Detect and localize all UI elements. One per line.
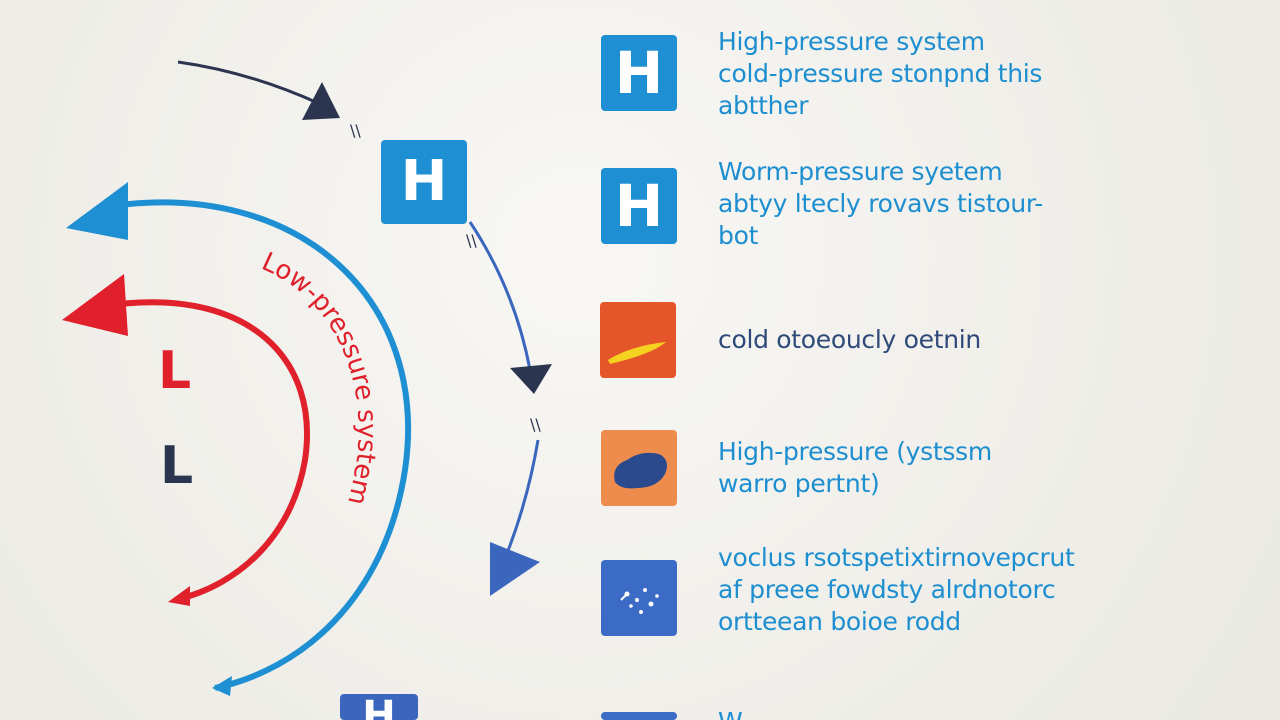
legend-line: bot <box>718 221 759 250</box>
legend-icon-partial <box>601 712 677 720</box>
legend-line: cold otoeoucly oetnin <box>718 325 981 354</box>
legend-line: af preee fowdsty alrdnotorc <box>718 575 1056 604</box>
scatter-dots-icon <box>620 588 659 614</box>
blob-icon <box>614 452 667 489</box>
low-pressure-letter-red: L <box>158 341 192 401</box>
legend-icon-high-pressure: H <box>601 35 677 111</box>
navy-flow-arrowhead <box>510 364 552 394</box>
low-pressure-letter-navy: L <box>160 436 194 496</box>
royal-flow-arrowhead <box>490 542 540 596</box>
legend-text-4: High-pressure (ystssm warro pertnt) <box>718 436 1238 500</box>
blue-arc-tail-head <box>212 676 232 696</box>
legend-line: High-pressure system <box>718 27 985 56</box>
red-arc-tail-head <box>168 586 190 606</box>
legend-line: abtther <box>718 91 809 120</box>
legend-line: High-pressure (ystssm <box>718 437 992 466</box>
bottom-high-pressure-letter: H <box>362 694 396 720</box>
legend-text-2: Worm-pressure syetem abtyy ltecly rovavs… <box>718 156 1238 252</box>
legend-line: voclus rsotspetixtirnovepcrut <box>718 543 1075 572</box>
low-pressure-curved-label: Low-pressure system <box>257 247 382 508</box>
blue-circulation-arc <box>111 199 412 691</box>
tick-mark-top: \\ <box>350 121 361 140</box>
royal-flow-curve <box>504 439 540 557</box>
top-flow-arrow <box>177 60 321 106</box>
bottom-high-pressure-marker: H <box>340 694 418 720</box>
navy-flow-curve <box>468 221 532 371</box>
legend-line: abtyy ltecly rovavs tistour- <box>718 189 1044 218</box>
tick-mark-low: \\ <box>530 415 541 434</box>
high-pressure-letter: H <box>400 149 448 214</box>
legend-text-1: High-pressure system cold-pressure stonp… <box>718 26 1238 122</box>
legend-icon-high-pressure-system <box>601 430 677 506</box>
legend-line: Worm-pressure syetem <box>718 157 1003 186</box>
red-arc-arrowhead <box>62 274 128 336</box>
top-flow-arrowhead <box>302 82 340 120</box>
legend-icon-cold-front <box>600 302 676 378</box>
low-pressure-curved-label-path: Low-pressure system <box>257 247 382 508</box>
legend-text-5: voclus rsotspetixtirnovepcrut af preee f… <box>718 542 1238 638</box>
legend-text-3: cold otoeoucly oetnin <box>718 324 1238 356</box>
legend-icon-letter: H <box>614 172 664 240</box>
cold-front-icon <box>608 342 666 364</box>
legend-text-partial: W <box>718 706 1238 720</box>
high-pressure-marker: H <box>381 140 467 224</box>
legend-line: cold-pressure stonpnd this <box>718 59 1043 88</box>
legend-icon-scatter <box>601 560 677 636</box>
legend-icon-warm-pressure: H <box>601 168 677 244</box>
tick-mark-mid: \\ <box>466 231 477 250</box>
blue-arc-arrowhead <box>66 182 128 240</box>
legend-line: ortteean boioe rodd <box>718 607 961 636</box>
red-circulation-arc <box>119 299 310 603</box>
legend-line: warro pertnt) <box>718 469 880 498</box>
legend-line: W <box>718 706 1238 720</box>
legend-icon-letter: H <box>614 39 664 107</box>
